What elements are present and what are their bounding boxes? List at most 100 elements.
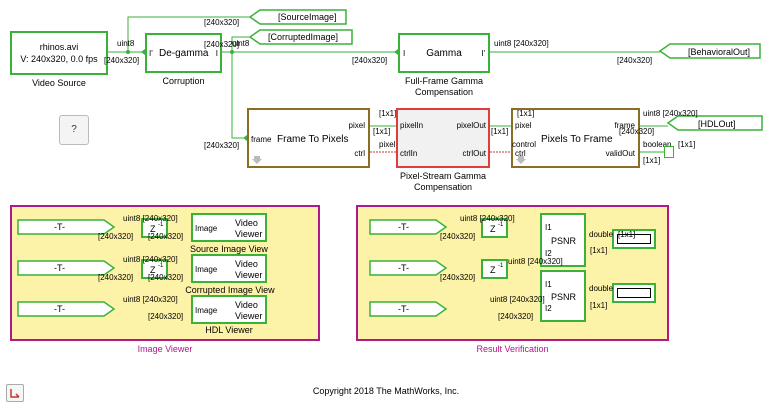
corruption-in-port: I' xyxy=(149,49,153,58)
viewer-label: Viewer xyxy=(235,229,263,239)
ptf-out-valid: validOut xyxy=(605,149,635,158)
corruption-block[interactable]: I' De-gamma I xyxy=(145,33,222,73)
psnr-port-i1: I1 xyxy=(545,223,552,232)
frame-to-pixels-block[interactable]: frame Frame To Pixels pixel ctrl xyxy=(247,108,370,168)
pixels-to-frame-label: Pixels To Frame xyxy=(541,134,613,145)
sig-label: uint8 [240x320] xyxy=(123,295,178,304)
delay-exp: -1 xyxy=(498,263,504,269)
from-tag-label: -T- xyxy=(54,222,65,232)
from-tag[interactable] xyxy=(369,219,448,236)
sig-label: uint8 xyxy=(117,39,135,48)
psnr-label: PSNR xyxy=(551,292,577,302)
corruption-out-port: I xyxy=(215,49,218,58)
sig-dim: [240x320] xyxy=(104,56,140,65)
display-block-2[interactable] xyxy=(612,283,656,303)
pixel-stream-gamma-block[interactable]: pixelIn ctrlIn pixelOut ctrlOut xyxy=(396,108,490,168)
video-viewer-hdl[interactable]: Image Video Viewer xyxy=(191,295,267,324)
sig-double: double xyxy=(589,230,614,239)
goto-corrupted-image-label: [CorruptedImage] xyxy=(268,32,339,42)
sig-label: uint8 xyxy=(232,39,250,48)
terminator-block[interactable] xyxy=(664,146,674,158)
from-tag[interactable] xyxy=(17,219,116,236)
help-button[interactable]: ? xyxy=(59,115,89,145)
viewer-label: Video xyxy=(235,259,258,269)
frame-to-pixels-label: Frame To Pixels xyxy=(277,134,349,145)
psnr-port-i2: I2 xyxy=(545,304,552,313)
sig-control-wire: control xyxy=(512,140,537,149)
sig-label: uint8 [240x320] xyxy=(490,295,545,304)
copyright-text: Copyright 2018 The MathWorks, Inc. xyxy=(312,386,460,396)
delay-block[interactable]: Z -1 xyxy=(481,259,508,279)
goto-hdl-out[interactable] xyxy=(666,115,763,132)
wire-to-source-image-tag xyxy=(127,16,250,52)
sig-pixel-wire: pixel xyxy=(379,140,396,149)
video-source-caption: Video Source xyxy=(32,78,86,88)
gamma-block[interactable]: I Gamma I' xyxy=(398,33,490,73)
from-tag[interactable] xyxy=(17,260,116,277)
from-tag-label: -T- xyxy=(54,304,65,314)
delay-exp: -1 xyxy=(158,263,164,269)
psnr-port-i2: I2 xyxy=(545,249,552,258)
goto-hdl-out-label: [HDLOut] xyxy=(698,119,736,129)
from-tag[interactable] xyxy=(17,301,116,318)
delay-exp: -1 xyxy=(498,222,504,228)
goto-corrupted-image[interactable] xyxy=(248,29,353,46)
viewer-image-port: Image xyxy=(195,224,218,233)
delay-z: Z xyxy=(490,224,496,234)
psg-out-pixel: pixelOut xyxy=(456,121,486,130)
video-source-block[interactable]: rhinos.avi V: 240x320, 0.0 fps xyxy=(10,31,108,75)
ptf-in-pixel: pixel xyxy=(515,121,532,130)
sig-label: uint8 [240x320] xyxy=(494,39,549,48)
sig-dim: [1x1] xyxy=(643,156,661,165)
from-tag-label: -T- xyxy=(398,304,409,314)
sig-dim: [240x320] xyxy=(498,312,534,321)
sig-dim: [1x1] xyxy=(590,246,608,255)
viewer-label: Viewer xyxy=(235,270,263,280)
sig-dim: [240x320] xyxy=(204,40,240,49)
sig-dim: [1x1] xyxy=(590,301,608,310)
sig-label: uint8 [240x320] xyxy=(508,257,563,266)
gamma-in-port: I xyxy=(403,49,406,58)
viewer-image-port: Image xyxy=(195,265,218,274)
sig-dim: [240x320] xyxy=(148,232,184,241)
delay-block[interactable]: Z -1 xyxy=(141,218,168,238)
help-icon: ? xyxy=(71,124,77,135)
sig-double: double xyxy=(589,284,614,293)
goto-behavioral-out[interactable] xyxy=(658,43,761,60)
from-tag-label: -T- xyxy=(54,263,65,273)
delay-z: Z xyxy=(150,265,156,275)
video-viewer-source[interactable]: Image Video Viewer xyxy=(191,213,267,242)
model-browser-icon xyxy=(10,389,20,398)
sig-label: uint8 [240x320] xyxy=(123,214,178,223)
sig-dim: [240x320] xyxy=(440,273,476,282)
sig-dim: [240x320] xyxy=(204,141,240,150)
sig-dim: [240x320] xyxy=(204,18,240,27)
ftp-in-frame: frame xyxy=(251,135,272,144)
hdl-viewer-caption: HDL Viewer xyxy=(205,325,253,335)
delay-block[interactable]: Z -1 xyxy=(141,259,168,279)
pixels-to-frame-block[interactable]: pixel ctrl Pixels To Frame frame validOu… xyxy=(511,108,640,168)
corruption-label: De-gamma xyxy=(159,48,209,59)
from-tag[interactable] xyxy=(369,260,448,277)
goto-source-image[interactable] xyxy=(248,9,347,26)
from-tag[interactable] xyxy=(369,301,448,318)
sig-label: uint8 [240x320] xyxy=(460,214,515,223)
delay-block[interactable]: Z -1 xyxy=(481,218,508,238)
sig-dim: [1x1] xyxy=(379,109,397,118)
viewer-label: Viewer xyxy=(235,311,263,321)
display-block-1[interactable] xyxy=(612,229,656,249)
model-browser-toggle[interactable] xyxy=(6,384,24,402)
video-viewer-corrupted[interactable]: Image Video Viewer xyxy=(191,254,267,283)
display-value-field xyxy=(617,288,651,298)
psnr-block-2[interactable]: I1 PSNR I2 xyxy=(540,270,586,322)
gamma-caption-2: Compensation xyxy=(414,87,474,97)
psg-out-ctrl: ctrlOut xyxy=(462,149,486,158)
gamma-label: Gamma xyxy=(426,48,462,59)
goto-source-image-label: [SourceImage] xyxy=(278,12,337,22)
psnr-label: PSNR xyxy=(551,236,577,246)
from-tag-label: -T- xyxy=(398,263,409,273)
viewer-label: Video xyxy=(235,300,258,310)
psnr-block-1[interactable]: I1 PSNR I2 xyxy=(540,213,586,267)
ftp-out-pixel: pixel xyxy=(348,121,365,130)
